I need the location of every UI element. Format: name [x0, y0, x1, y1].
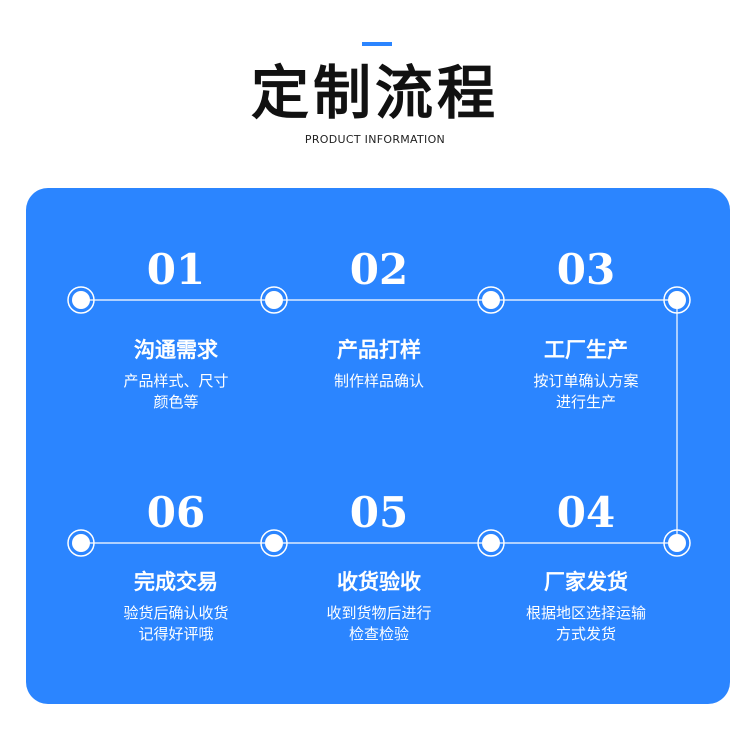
step-05-title: 收货验收 — [337, 570, 421, 594]
dot-bottom-mid-2 — [477, 529, 505, 557]
step-03-desc-line-1: 按订单确认方案 — [533, 372, 639, 390]
title-accent-bar — [362, 42, 392, 46]
dot-top-mid-2 — [477, 286, 505, 314]
step-04-desc: 根据地区选择运输 方式发货 — [486, 603, 686, 645]
step-06-number: 06 — [146, 488, 206, 537]
step-06-desc: 验货后确认收货 记得好评哦 — [76, 603, 276, 645]
step-04-number: 04 — [556, 488, 616, 537]
step-03-title: 工厂生产 — [544, 338, 628, 362]
step-05-desc-line-2: 检查检验 — [348, 625, 409, 643]
step-01-desc: 产品样式、尺寸 颜色等 — [76, 371, 276, 413]
process-panel: 01 沟通需求 产品样式、尺寸 颜色等 02 产品打样 制作样品确认 03 工厂… — [26, 188, 730, 704]
dot-step-01 — [67, 286, 95, 314]
dot-top-mid-1 — [260, 286, 288, 314]
step-06-desc-line-2: 记得好评哦 — [138, 625, 214, 643]
step-02-desc: 制作样品确认 — [279, 371, 479, 392]
page-subtitle: PRODUCT INFORMATION — [304, 133, 446, 146]
step-02-desc-line-1: 制作样品确认 — [333, 372, 424, 390]
page-title: 定制流程 — [250, 59, 499, 127]
step-02-number: 02 — [349, 245, 409, 294]
step-03-desc-line-2: 进行生产 — [555, 393, 616, 411]
step-01-title: 沟通需求 — [134, 338, 218, 362]
dot-bottom-right — [663, 529, 691, 557]
dot-step-06 — [67, 529, 95, 557]
step-02-title: 产品打样 — [337, 338, 421, 362]
step-05-desc-line-1: 收到货物后进行 — [326, 604, 432, 622]
step-04-title: 厂家发货 — [544, 570, 628, 594]
dot-top-right — [663, 286, 691, 314]
step-04-desc-line-2: 方式发货 — [555, 625, 616, 643]
step-03-desc: 按订单确认方案 进行生产 — [486, 371, 686, 413]
step-04-desc-line-1: 根据地区选择运输 — [525, 604, 646, 622]
dot-bottom-mid-1 — [260, 529, 288, 557]
step-06-title: 完成交易 — [134, 570, 218, 594]
step-05-number: 05 — [349, 488, 409, 537]
process-flow-lines — [67, 286, 691, 557]
step-06-desc-line-1: 验货后确认收货 — [123, 604, 229, 622]
step-05-desc: 收到货物后进行 检查检验 — [279, 603, 479, 645]
step-01-number: 01 — [146, 245, 206, 294]
step-01-desc-line-1: 产品样式、尺寸 — [123, 372, 229, 390]
step-03-number: 03 — [556, 245, 616, 294]
step-01-desc-line-2: 颜色等 — [153, 393, 199, 411]
